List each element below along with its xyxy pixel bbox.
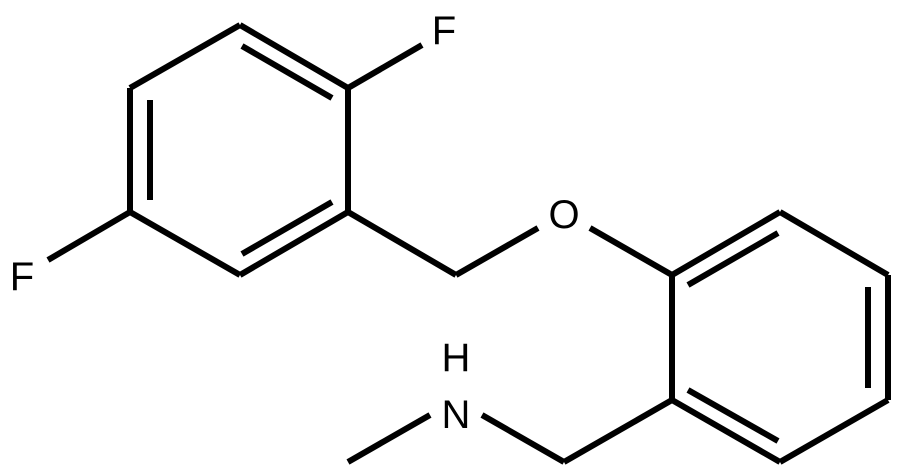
bond-ring2-a-inner: [686, 230, 780, 288]
bond-ring2-d: [778, 397, 890, 465]
difluorophenyl-ring: [127, 22, 351, 278]
bond-ring1-d-inner: [240, 199, 334, 257]
bond-ring2-a: [670, 209, 782, 278]
bond-c-f-left: [46, 209, 132, 263]
bond-c-f-top: [346, 42, 424, 91]
atom-f-left: F: [10, 255, 34, 299]
atom-f-top: F: [432, 9, 456, 53]
atom-nitrogen: N: [442, 393, 471, 437]
bond-ring2-b: [778, 209, 890, 278]
bond-n-ch3: [346, 412, 432, 465]
bond-ring2-e-inner: [686, 387, 780, 444]
bond-o-ring2: [588, 225, 674, 278]
bond-ch2-o: [454, 225, 540, 278]
bond-ring1-a: [128, 22, 242, 91]
bond-ring1-e: [128, 209, 242, 278]
bond-ring1-b-inner: [240, 43, 334, 101]
bond-ring2-ch2: [562, 397, 674, 465]
bond-ring1-b: [238, 22, 350, 91]
bond-ring2-e: [670, 397, 782, 465]
benzene-ring: [669, 209, 891, 465]
bond-ch2-n: [480, 412, 566, 465]
bond-ring-ch2: [346, 209, 458, 278]
atom-oxygen: O: [548, 193, 579, 237]
atom-nh-hydrogen: H: [442, 336, 471, 380]
bond-ring1-d: [238, 209, 350, 278]
